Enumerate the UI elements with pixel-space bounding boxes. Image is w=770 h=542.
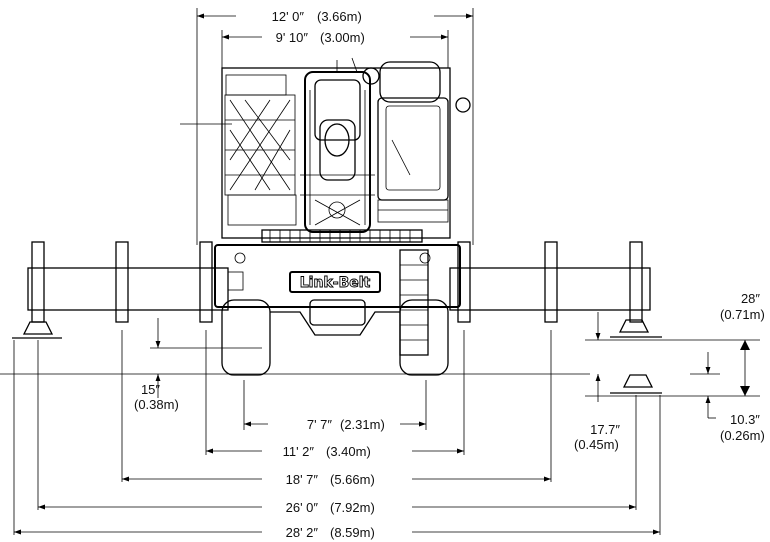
dim-18ft7-metric: (5.66m) bbox=[330, 472, 375, 487]
dim-28in: 28″ bbox=[741, 291, 760, 306]
dim-18ft7-ft: 18' 7″ bbox=[286, 472, 319, 487]
dim-12ft-ft: 12' 0″ bbox=[272, 9, 305, 24]
dim-17-7in: 17.7″ bbox=[590, 422, 620, 437]
dim-9ft10-metric: (3.00m) bbox=[320, 30, 365, 45]
dim-10-3in-metric: (0.26m) bbox=[720, 428, 765, 443]
dimension-9ft10: 9' 10″ (3.00m) bbox=[222, 30, 448, 45]
dim-15in: 15″ bbox=[141, 382, 160, 397]
crane-upperstructure bbox=[180, 57, 471, 243]
dim-7ft7-ft: 7' 7″ bbox=[307, 417, 333, 432]
dimension-26ft0: 26' 0″ (7.92m) bbox=[38, 500, 636, 515]
dimension-17-7in: 17.7″ (0.45m) bbox=[574, 312, 620, 452]
dim-15in-metric: (0.38m) bbox=[134, 397, 179, 412]
dim-10-3in: 10.3″ bbox=[730, 412, 760, 427]
dim-28ft2-ft: 28' 2″ bbox=[286, 525, 319, 540]
dimension-18ft7: 18' 7″ (5.66m) bbox=[121, 472, 551, 487]
dim-11ft2-metric: (3.40m) bbox=[326, 444, 371, 459]
dim-17-7in-metric: (0.45m) bbox=[574, 437, 619, 452]
dim-7ft7-metric: (2.31m) bbox=[340, 417, 385, 432]
dimension-12ft: 12' 0″ (3.66m) bbox=[197, 9, 473, 24]
dimension-7ft7: 7' 7″ (2.31m) bbox=[244, 417, 426, 432]
dim-28ft2-metric: (8.59m) bbox=[330, 525, 375, 540]
link-belt-logo: Link-Belt bbox=[300, 275, 371, 291]
dim-26ft0-metric: (7.92m) bbox=[330, 500, 375, 515]
dim-28in-metric: (0.71m) bbox=[720, 307, 765, 322]
dimension-15in: 15″ (0.38m) bbox=[134, 318, 179, 412]
crane-carrier: Link-Belt bbox=[12, 241, 662, 394]
dim-12ft-metric: (3.66m) bbox=[317, 9, 362, 24]
dim-9ft10-ft: 9' 10″ bbox=[276, 30, 309, 45]
dim-26ft0-ft: 26' 0″ bbox=[286, 500, 319, 515]
dimension-11ft2: 11' 2″ (3.40m) bbox=[206, 444, 464, 459]
dimension-28in: 28″ (0.71m) bbox=[720, 291, 765, 396]
dimension-guides bbox=[0, 8, 760, 535]
dimension-10-3in: 10.3″ (0.26m) bbox=[705, 352, 765, 443]
dim-11ft2-ft: 11' 2″ bbox=[283, 444, 315, 459]
dimension-28ft2: 28' 2″ (8.59m) bbox=[13, 525, 660, 540]
